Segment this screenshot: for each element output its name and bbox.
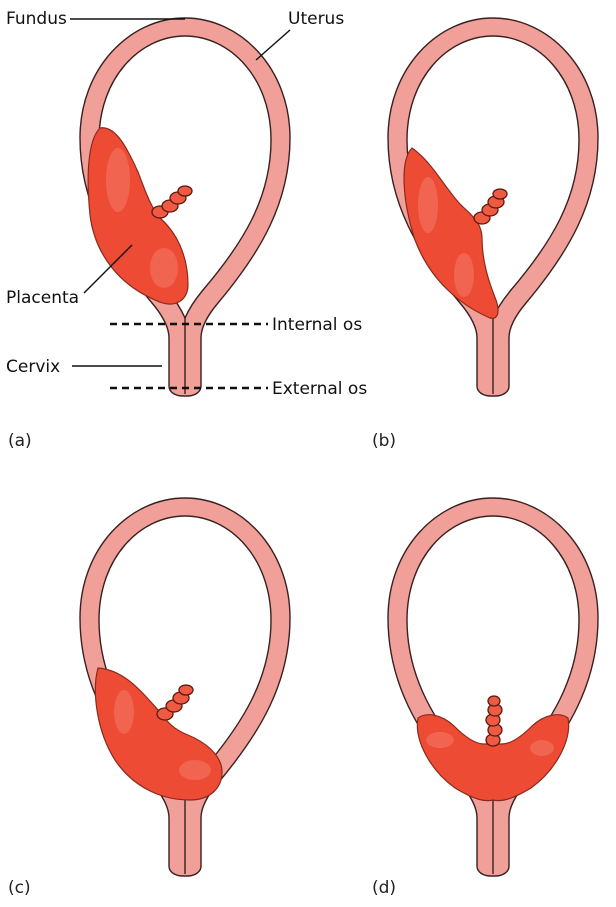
uterus-label: Uterus <box>288 9 344 29</box>
panel-label-d: (d) <box>372 878 396 898</box>
placenta-label: Placenta <box>6 288 79 308</box>
placenta-highlight <box>418 177 438 233</box>
placenta-highlight <box>150 248 178 288</box>
placenta-highlight <box>114 690 134 734</box>
uterus <box>388 498 598 876</box>
cord-coil <box>178 186 192 196</box>
placenta-highlight <box>530 740 554 756</box>
umbilical-cord-icon <box>486 696 502 746</box>
external-os-label: External os <box>272 379 367 399</box>
placenta-highlight <box>179 760 211 780</box>
fundus-label: Fundus <box>6 9 67 29</box>
panel-d <box>388 498 598 876</box>
panel-label-c: (c) <box>8 878 31 898</box>
cord-coil <box>488 696 500 706</box>
placenta-highlight <box>426 732 454 748</box>
internal-os-label: Internal os <box>272 315 362 335</box>
cervix-label: Cervix <box>6 357 60 377</box>
cord-coil <box>179 685 193 695</box>
panel-label-a: (a) <box>8 431 32 451</box>
panel-label-b: (b) <box>372 431 396 451</box>
placenta-highlight <box>106 148 130 212</box>
placenta-highlight <box>454 253 474 297</box>
uterus-leader <box>256 30 290 60</box>
cord-coil <box>493 189 507 199</box>
